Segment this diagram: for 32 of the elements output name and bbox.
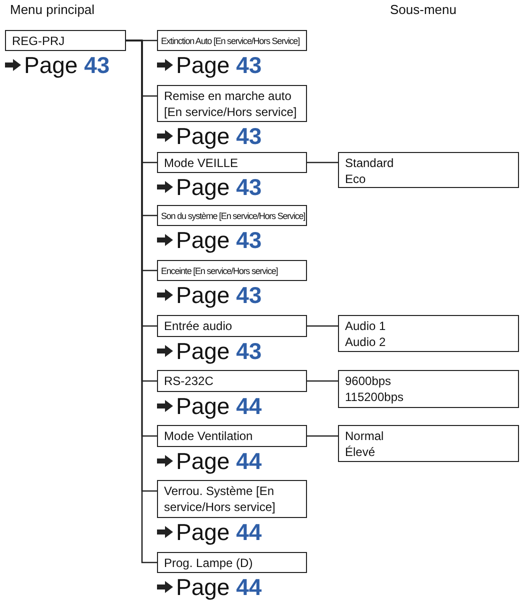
menu-item-box: Prog. Lampe (D) bbox=[157, 552, 307, 573]
menu-item-box: Mode Ventilation bbox=[157, 425, 307, 447]
connector-line bbox=[307, 435, 338, 437]
menu-item-box: Enceinte [En service/Hors service] bbox=[157, 260, 307, 281]
page-reference: Page 43 bbox=[176, 339, 262, 363]
menu-item-box: Mode VEILLE bbox=[157, 152, 307, 173]
submenu-box: Standard Eco bbox=[338, 152, 519, 188]
menu-item-box: Verrou. Système [En service/Hors service] bbox=[157, 480, 307, 518]
submenu-box: Normal Élevé bbox=[338, 425, 519, 462]
page-reference: Page 43 bbox=[24, 53, 110, 77]
menu-item-box: Entrée audio bbox=[157, 315, 307, 337]
connector-line bbox=[307, 325, 338, 327]
connector-line bbox=[307, 162, 338, 164]
menu-item-box: Remise en marche auto [En service/Hors service] bbox=[157, 85, 307, 122]
menu-item-box: RS-232C bbox=[157, 370, 307, 392]
menu-item-box: Son du système [En service/Hors Service] bbox=[157, 205, 307, 226]
page-reference: Page 44 bbox=[176, 449, 262, 473]
page-reference: Page 43 bbox=[176, 175, 262, 199]
column-heading: Menu principal bbox=[10, 2, 95, 17]
menu-item-box: Extinction Auto [En service/Hors Service] bbox=[157, 30, 307, 51]
submenu-box: 9600bps 115200bps bbox=[338, 370, 519, 408]
page-reference: Page 44 bbox=[176, 575, 262, 599]
connector-line bbox=[307, 380, 338, 382]
submenu-box: Audio 1 Audio 2 bbox=[338, 315, 519, 352]
page-reference: Page 43 bbox=[176, 228, 262, 252]
page-reference: Page 44 bbox=[176, 520, 262, 544]
page-reference: Page 43 bbox=[176, 53, 262, 77]
page-reference: Page 44 bbox=[176, 394, 262, 418]
page-reference: Page 43 bbox=[176, 124, 262, 148]
column-heading: Sous-menu bbox=[390, 2, 456, 17]
menu-item-box: REG-PRJ bbox=[5, 30, 126, 51]
page-reference: Page 43 bbox=[176, 283, 262, 307]
